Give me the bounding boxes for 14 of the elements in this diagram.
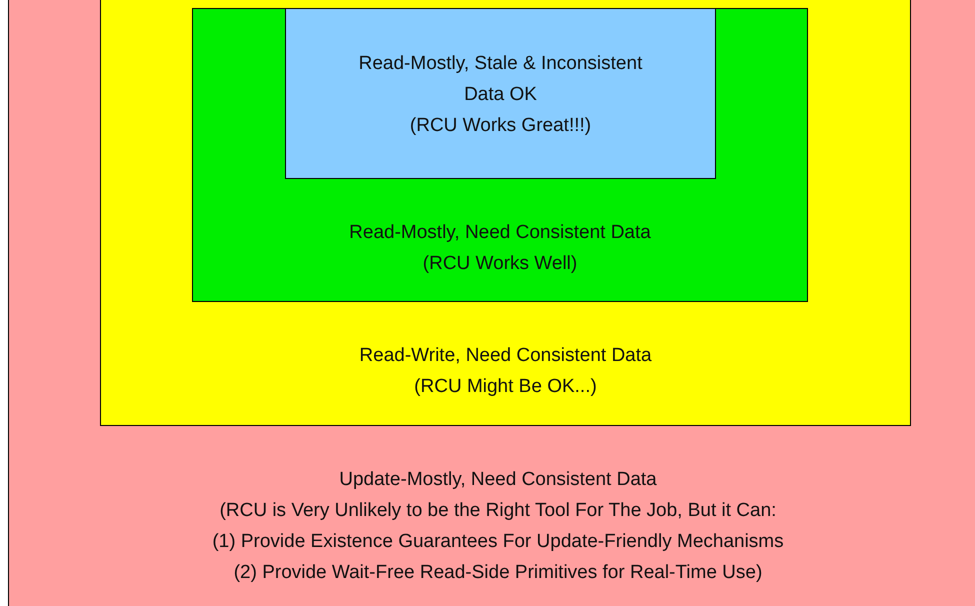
region-box: [285, 8, 716, 179]
region-box: [192, 8, 808, 302]
region-note: (1) Provide Existence Guarantees For Update-Friendly Mechanisms: [212, 530, 784, 554]
region-note: (RCU Might Be OK...): [414, 375, 597, 399]
region-heading: Read-Write, Need Consistent Data: [359, 344, 652, 368]
region-heading: Read-Mostly, Need Consistent Data: [349, 221, 651, 245]
region-heading: Read-Mostly, Stale & Inconsistent Data OK: [358, 52, 644, 107]
region-note: (RCU is Very Unlikely to be the Right Tool For The Job, But it Can:: [220, 499, 776, 523]
region-note: (RCU Works Well): [422, 252, 578, 276]
region-note: (RCU Works Great!!!): [410, 114, 592, 138]
region-box: [8, 0, 975, 606]
region-note: (2) Provide Wait-Free Read-Side Primitives for Real-Time Use): [234, 561, 762, 585]
region-box: [100, 0, 911, 426]
region-heading: Update-Mostly, Need Consistent Data: [339, 468, 657, 492]
